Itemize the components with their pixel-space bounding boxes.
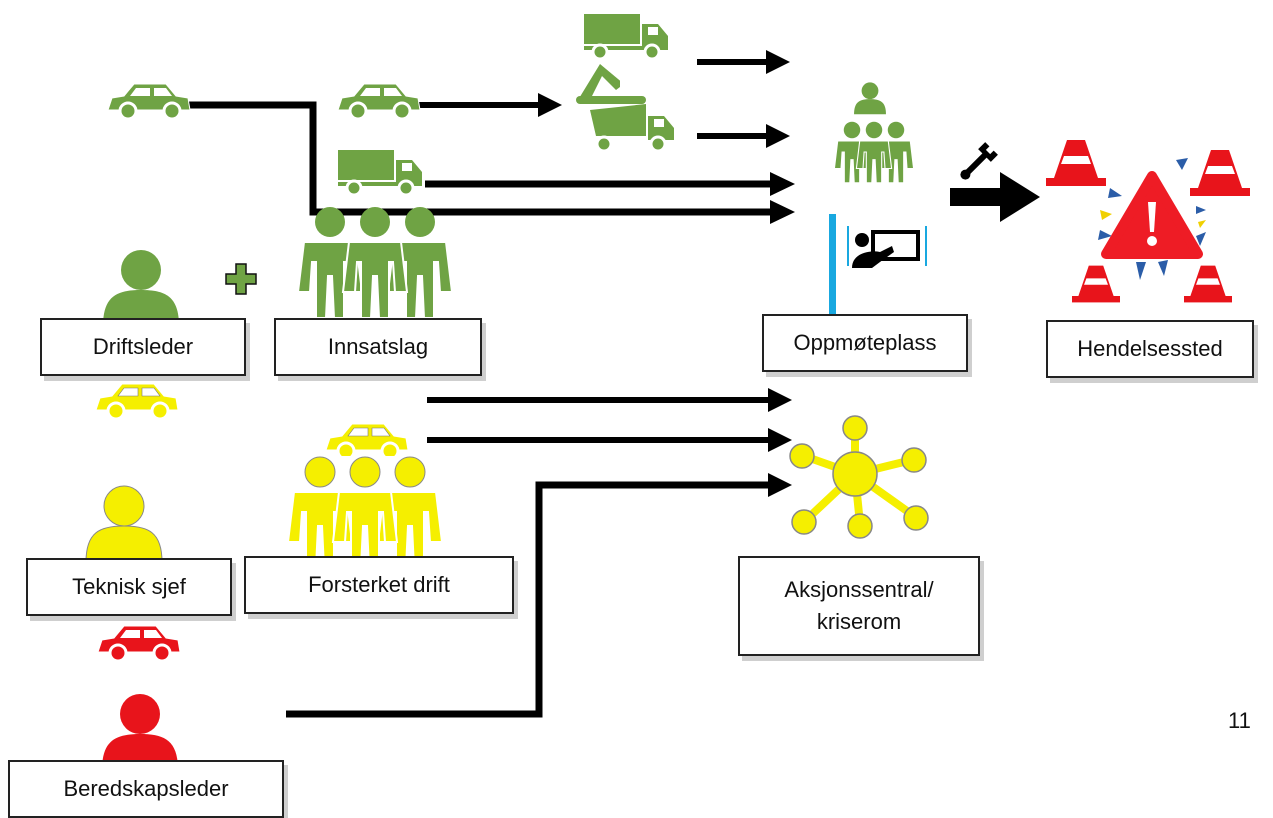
page-number: 11 bbox=[1228, 708, 1251, 733]
label-teknisk-sjef: Teknisk sjef bbox=[26, 558, 232, 616]
arrowhead bbox=[766, 50, 790, 74]
warning-icon bbox=[1101, 171, 1203, 259]
car-icon bbox=[106, 82, 192, 121]
dump-truck-icon bbox=[588, 102, 676, 153]
group-icon bbox=[287, 456, 443, 569]
car-icon bbox=[96, 624, 182, 663]
person-icon bbox=[854, 82, 886, 115]
arrowhead bbox=[770, 200, 795, 224]
traffic-cone-icon bbox=[1072, 265, 1120, 303]
group-icon bbox=[297, 206, 453, 319]
label-oppmoteplass: Oppmøteplass bbox=[762, 314, 968, 372]
group-icon bbox=[833, 121, 915, 184]
truck-icon bbox=[582, 12, 670, 61]
arrowhead bbox=[768, 388, 792, 412]
wrench-icon bbox=[960, 142, 998, 180]
arrowhead bbox=[768, 428, 792, 452]
label-beredskapsleder: Beredskapsleder bbox=[8, 760, 284, 818]
connector-lines bbox=[188, 50, 1040, 718]
car-icon bbox=[94, 382, 180, 421]
plus-icon bbox=[225, 263, 257, 295]
car-icon bbox=[336, 82, 422, 121]
label-innsatslag: Innsatslag bbox=[274, 318, 482, 376]
arrowhead bbox=[770, 172, 795, 196]
burst-rays-yellow bbox=[1100, 210, 1206, 228]
route-line-driftsleder-car bbox=[188, 101, 770, 216]
flagpole bbox=[829, 214, 836, 314]
car-icon bbox=[324, 422, 410, 461]
label-aksjonssentral-line2: kriserom bbox=[816, 609, 902, 634]
label-aksjonssentral-line1: Aksjonssentral/ bbox=[784, 577, 934, 603]
traffic-cone-icon bbox=[1046, 140, 1106, 186]
label-driftsleder: Driftsleder bbox=[40, 318, 246, 376]
burst-rays bbox=[1098, 158, 1206, 280]
traffic-cone-icon bbox=[1190, 150, 1250, 196]
label-forsterket-drift: Forsterket drift bbox=[244, 556, 514, 614]
arrowhead bbox=[1000, 172, 1040, 222]
label-aksjonssentral: Aksjonssentral/ kriserom bbox=[738, 556, 980, 656]
person-icon bbox=[85, 485, 163, 563]
route-line-hendelsessted bbox=[950, 188, 1004, 206]
arrowhead bbox=[768, 473, 792, 497]
arrowhead bbox=[766, 124, 790, 148]
route-line-beredskapsleder bbox=[286, 481, 770, 718]
excavator-icon bbox=[576, 64, 646, 104]
network-hub-icon bbox=[789, 415, 929, 539]
person-icon bbox=[103, 250, 179, 326]
traffic-cone-icon bbox=[1184, 265, 1232, 303]
label-hendelsessted: Hendelsessted bbox=[1046, 320, 1254, 378]
presentation-icon bbox=[846, 220, 928, 272]
arrowhead bbox=[538, 93, 562, 117]
person-icon bbox=[102, 694, 178, 770]
truck-icon bbox=[336, 148, 424, 197]
